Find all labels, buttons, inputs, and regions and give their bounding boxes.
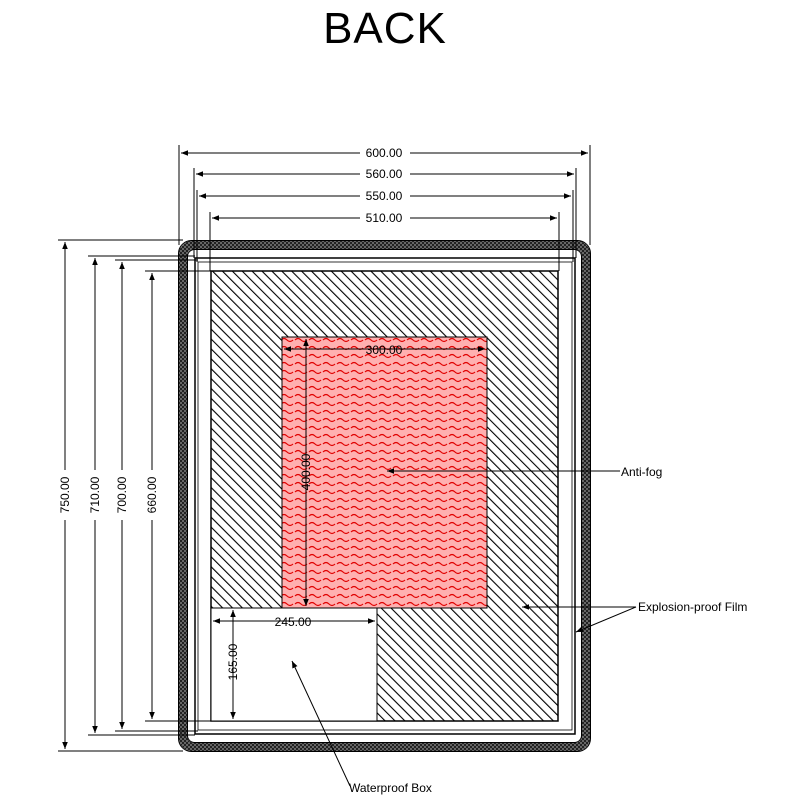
- glass-edge-560: [194, 257, 576, 735]
- label-explosion-proof-film: Explosion-proof Film: [638, 600, 747, 614]
- dim-height-660: 660.00: [145, 476, 159, 513]
- height-dimensions: [58, 239, 211, 752]
- dim-width-600: 600.00: [366, 146, 403, 160]
- inner-frame-edge: [187, 249, 582, 743]
- leader-explosion-frame: [575, 606, 637, 633]
- outer-frame: [178, 240, 591, 752]
- dim-box-height: 165.00: [226, 643, 240, 680]
- dim-height-710: 710.00: [88, 476, 102, 513]
- dim-height-750: 750.00: [58, 476, 72, 513]
- anti-fog-area: [281, 336, 488, 609]
- dim-box-width: 245.00: [275, 615, 312, 629]
- dim-width-510: 510.00: [366, 211, 403, 225]
- width-dimensions: [178, 145, 591, 271]
- dim-width-550: 550.00: [366, 189, 403, 203]
- glass-edge-550: [197, 261, 573, 731]
- label-waterproof-box: Waterproof Box: [349, 781, 432, 795]
- drawing-title: BACK: [323, 4, 447, 53]
- dim-width-560: 560.00: [366, 167, 403, 181]
- dim-antifog-height: 400.00: [299, 453, 313, 490]
- dim-height-700: 700.00: [115, 476, 129, 513]
- dim-antifog-width: 300.00: [366, 343, 403, 357]
- leader-waterproof-box: [291, 660, 351, 787]
- label-anti-fog: Anti-fog: [621, 465, 662, 479]
- outer-frame-edge: [178, 240, 591, 752]
